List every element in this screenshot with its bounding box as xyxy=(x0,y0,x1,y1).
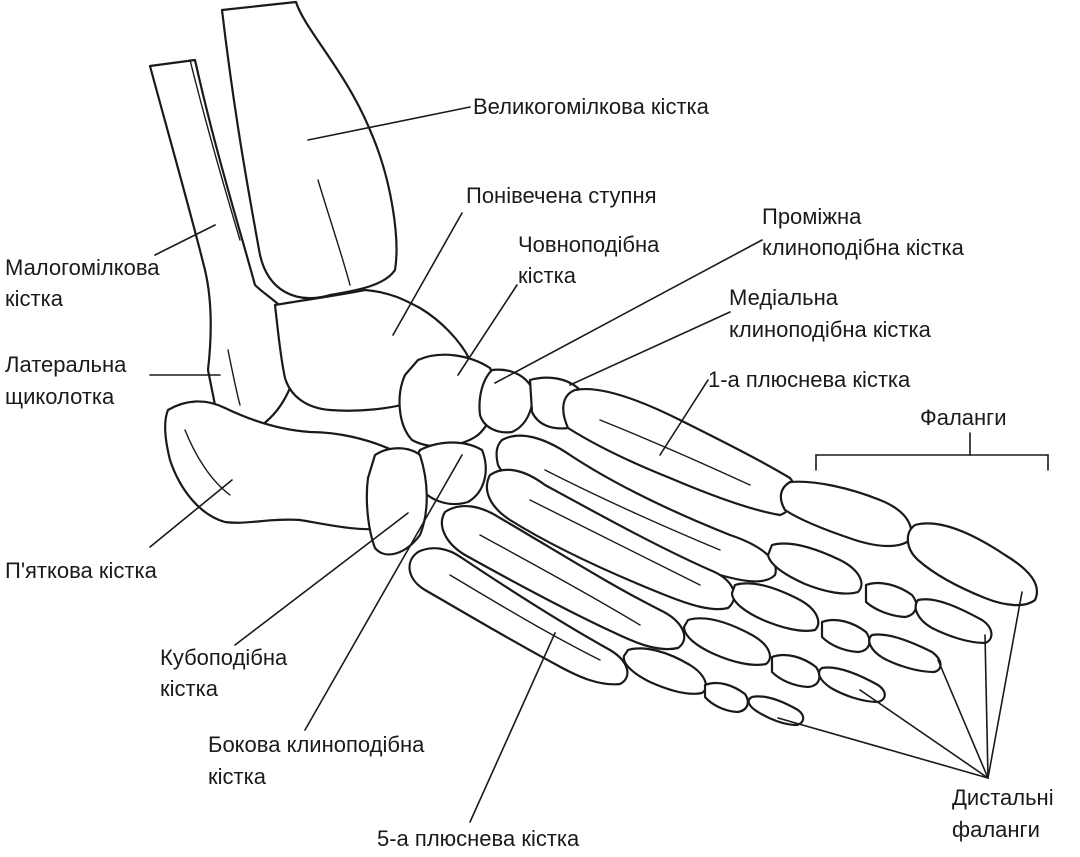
tibia-bone xyxy=(222,2,396,298)
middle-phalanx-5 xyxy=(705,683,748,712)
proximal-phalanx-3 xyxy=(732,583,818,631)
label-first-metatarsal: 1-а плюснева кістка xyxy=(708,367,911,392)
label-lateral-cuneiform-line2: кістка xyxy=(208,764,267,789)
label-intermediate-cuneiform-line2: клиноподібна кістка xyxy=(762,235,965,260)
distal-phalanx-3 xyxy=(869,634,940,672)
label-medial-cuneiform-line1: Медіальна xyxy=(729,285,839,310)
middle-phalanx-4 xyxy=(772,655,819,687)
label-cuboid-line1: Кубоподібна xyxy=(160,645,288,670)
label-distal-phalanges-line2: фаланги xyxy=(952,817,1040,842)
label-medial-cuneiform-line2: клиноподібна кістка xyxy=(729,317,932,342)
label-cuboid-line2: кістка xyxy=(160,676,219,701)
label-tibia: Великогомілкова кістка xyxy=(473,94,710,119)
label-calcaneus: П'яткова кістка xyxy=(5,558,158,583)
distal-phalanx-4 xyxy=(819,667,885,702)
label-talus: Понівечена ступня xyxy=(466,183,657,208)
label-fibula-line1: Малогомілкова xyxy=(5,255,160,280)
middle-phalanx-3 xyxy=(822,620,869,652)
proximal-phalanx-5 xyxy=(624,648,706,693)
label-lateral-malleolus-line2: щиколотка xyxy=(5,384,115,409)
intermediate-cuneiform-bone xyxy=(480,370,533,433)
label-distal-phalanges-line1: Дистальні xyxy=(952,785,1054,810)
distal-phalanx-5 xyxy=(749,696,804,725)
label-lateral-cuneiform-line1: Бокова клиноподібна xyxy=(208,732,425,757)
label-intermediate-cuneiform-line1: Проміжна xyxy=(762,204,862,229)
label-navicular-line2: кістка xyxy=(518,263,577,288)
label-fifth-metatarsal: 5-а плюснева кістка xyxy=(377,826,580,851)
proximal-phalanx-4 xyxy=(684,618,770,665)
label-lateral-malleolus-line1: Латеральна xyxy=(5,352,127,377)
label-navicular-line1: Човноподібна xyxy=(518,232,660,257)
calcaneus-bone xyxy=(165,401,400,529)
middle-phalanx-2 xyxy=(866,583,916,617)
proximal-phalanx-1 xyxy=(781,482,911,546)
proximal-phalanx-2 xyxy=(768,543,861,593)
distal-phalanx-2 xyxy=(916,599,992,643)
label-phalanges: Фаланги xyxy=(920,405,1007,430)
distal-phalanx-1 xyxy=(908,523,1037,605)
label-fibula-line2: кістка xyxy=(5,286,64,311)
